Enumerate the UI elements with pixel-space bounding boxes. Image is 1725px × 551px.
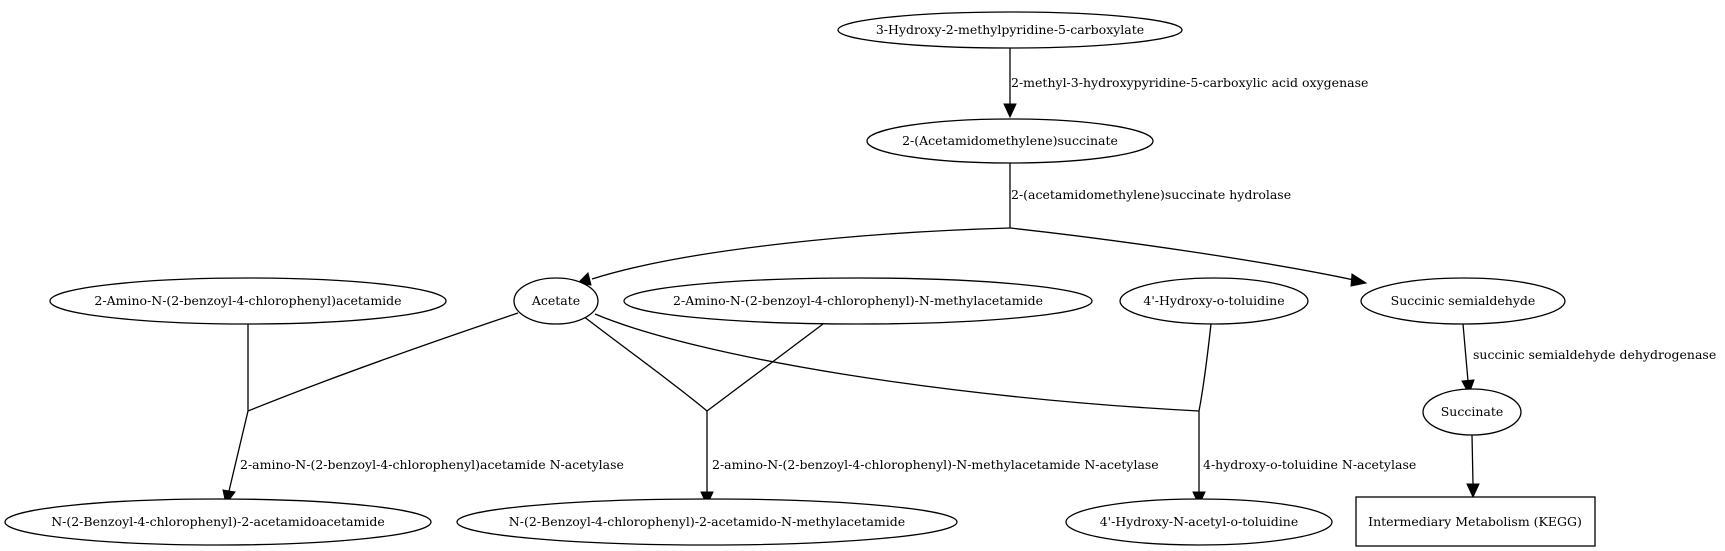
node-hnat[interactable]: 4'-Hydroxy-N-acetyl-o-toluidine [1065, 498, 1333, 546]
arrowhead-icon [1350, 273, 1368, 287]
node-succinate[interactable]: Succinate [1422, 388, 1522, 436]
nodes: 3-Hydroxy-2-methylpyridine-5-carboxylate… [4, 11, 1596, 547]
node-abca[interactable]: 2-Amino-N-(2-benzoyl-4-chlorophenyl)acet… [49, 277, 447, 325]
node-nbaa[interactable]: N-(2-Benzoyl-4-chlorophenyl)-2-acetamido… [4, 498, 432, 546]
node-hmpc[interactable]: 3-Hydroxy-2-methylpyridine-5-carboxylate [837, 11, 1183, 49]
arrowhead-icon [1466, 483, 1480, 499]
node-abcm[interactable]: 2-Amino-N-(2-benzoyl-4-chlorophenyl)-N-m… [623, 277, 1093, 325]
arrowhead-icon [1461, 379, 1475, 396]
edges [222, 48, 1480, 507]
node-label: 4'-Hydroxy-N-acetyl-o-toluidine [1100, 514, 1299, 529]
edge-dehydrogenase[interactable] [1462, 323, 1469, 382]
node-label: Succinic semialdehyde [1391, 293, 1536, 308]
node-ssa[interactable]: Succinic semialdehyde [1360, 277, 1566, 325]
edge-acetylase2-from-acetate[interactable] [582, 315, 708, 412]
edge-labels: 2-methyl-3-hydroxypyridine-5-carboxylic … [240, 75, 1716, 472]
edge-label-acetylase3: 4-hydroxy-o-toluidine N-acetylase [1203, 457, 1416, 472]
node-kegg[interactable]: Intermediary Metabolism (KEGG) [1355, 496, 1596, 547]
node-label: N-(2-Benzoyl-4-chlorophenyl)-2-acetamido… [51, 514, 385, 529]
edge-acetylase1-from-acetate[interactable] [247, 312, 519, 412]
edge-hydrolase-to-ssa[interactable] [1009, 227, 1355, 281]
node-hot[interactable]: 4'-Hydroxy-o-toluidine [1119, 277, 1309, 325]
edge-succinate-to-kegg[interactable] [1471, 434, 1474, 485]
node-acetate[interactable]: Acetate [513, 277, 599, 325]
edge-acetylase3-from-acetate[interactable] [594, 313, 1200, 412]
node-label: 3-Hydroxy-2-methylpyridine-5-carboxylate [876, 22, 1144, 37]
edge-hydrolase-to-acetate[interactable] [591, 227, 1011, 280]
edge-label-dehydrogenase: succinic semialdehyde dehydrogenase [1473, 347, 1716, 362]
node-ams[interactable]: 2-(Acetamidomethylene)succinate [866, 118, 1154, 164]
arrowhead-icon [1003, 103, 1017, 119]
node-nbam[interactable]: N-(2-Benzoyl-4-chlorophenyl)-2-acetamido… [456, 498, 958, 546]
node-label: 4'-Hydroxy-o-toluidine [1143, 293, 1284, 308]
edge-label-acetylase2: 2-amino-N-(2-benzoyl-4-chlorophenyl)-N-m… [712, 457, 1159, 472]
edge-acetylase3-from-hot[interactable] [1198, 323, 1212, 412]
node-label: Intermediary Metabolism (KEGG) [1368, 514, 1582, 529]
edge-acetylase1-out[interactable] [228, 410, 249, 492]
node-label: 2-Amino-N-(2-benzoyl-4-chlorophenyl)-N-m… [673, 293, 1043, 308]
node-label: 2-(Acetamidomethylene)succinate [902, 133, 1118, 148]
node-label: 2-Amino-N-(2-benzoyl-4-chlorophenyl)acet… [94, 293, 401, 308]
node-label: N-(2-Benzoyl-4-chlorophenyl)-2-acetamido… [509, 514, 905, 529]
node-label: Succinate [1441, 404, 1504, 419]
edge-label-oxygenase: 2-methyl-3-hydroxypyridine-5-carboxylic … [1011, 75, 1368, 90]
edge-label-hydrolase: 2-(acetamidomethylene)succinate hydrolas… [1011, 187, 1291, 202]
edge-acetylase2-from-abcm[interactable] [706, 323, 824, 412]
node-label: Acetate [531, 293, 580, 308]
edge-label-acetylase1: 2-amino-N-(2-benzoyl-4-chlorophenyl)acet… [240, 457, 624, 472]
